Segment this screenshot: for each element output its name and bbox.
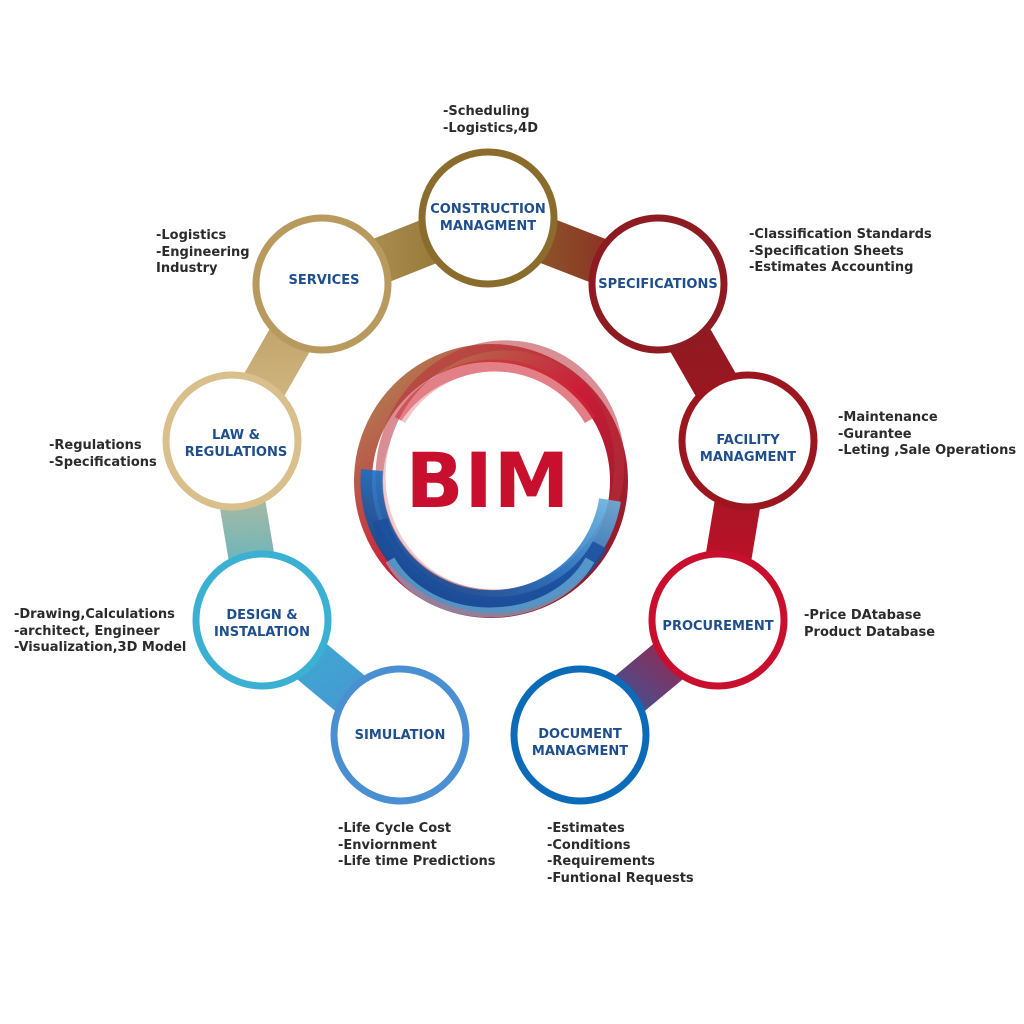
description-construction: -Scheduling -Logistics,4D	[443, 104, 538, 136]
node-label-construction: CONSTRUCTION MANAGMENT	[430, 202, 546, 234]
node-label-services: SERVICES	[288, 272, 360, 288]
node-circle-facility	[678, 371, 818, 511]
description-simulation: -Life Cycle Cost -Enviornment -Life time…	[338, 821, 496, 869]
description-specifications: -Classification Standards -Specification…	[749, 227, 932, 275]
description-services: -Logistics -Engineering Industry	[156, 228, 250, 276]
node-label-design: DESIGN & INSTALATION	[214, 608, 310, 640]
node-circle-construction	[418, 148, 558, 288]
description-design: -Drawing,Calculations -architect, Engine…	[14, 607, 187, 655]
node-circle-simulation	[330, 665, 470, 805]
bim-logo-ring	[354, 340, 628, 618]
node-circle-group	[162, 148, 818, 805]
node-label-procurement: PROCUREMENT	[662, 618, 774, 634]
description-facility: -Maintenance -Gurantee -Leting ,Sale Ope…	[838, 410, 1017, 458]
node-circle-services	[252, 214, 392, 354]
bim-center-label: BIM	[405, 435, 571, 525]
node-label-simulation: SIMULATION	[354, 727, 446, 743]
node-label-law: LAW & REGULATIONS	[184, 428, 288, 460]
node-label-facility: FACILITY MANAGMENT	[699, 433, 797, 465]
description-procurement: -Price DAtabase Product Database	[804, 608, 936, 640]
node-circle-procurement	[648, 550, 788, 690]
node-circle-design	[192, 550, 332, 690]
node-circle-specifications	[588, 214, 728, 354]
node-label-specifications: SPECIFICATIONS	[598, 276, 718, 292]
node-label-document: DOCUMENT MANAGMENT	[531, 727, 629, 759]
node-circle-law	[162, 371, 302, 511]
description-law: -Regulations -Specifications	[49, 438, 157, 470]
description-document: -Estimates -Conditions -Requirements -Fu…	[547, 821, 694, 886]
node-circle-document	[510, 665, 650, 805]
